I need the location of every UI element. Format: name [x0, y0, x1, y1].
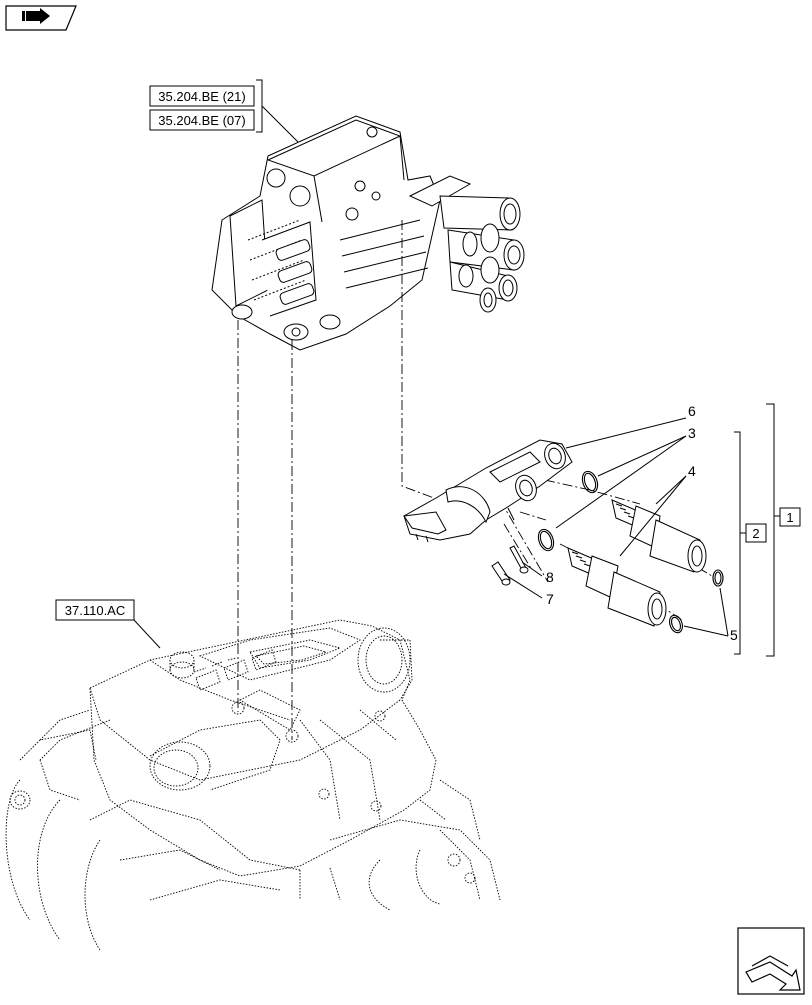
- reference-label-3: 37.110.AC: [65, 603, 125, 618]
- callout-3: 3: [688, 425, 696, 441]
- housing-logo-plate: [195, 649, 277, 691]
- reference-box-2[interactable]: 35.204.BE (07): [149, 109, 255, 131]
- group-number-2: 2: [752, 526, 759, 541]
- callout-6: 6: [688, 403, 696, 419]
- callout-4: 4: [688, 463, 696, 479]
- reference-label-2: 35.204.BE (07): [158, 113, 245, 128]
- group-bracket-1: [766, 403, 780, 657]
- group-box-1[interactable]: 1: [779, 507, 801, 527]
- valve-block-assembly: [211, 115, 525, 351]
- book-arrow-icon[interactable]: [5, 5, 77, 31]
- o-ring-part-5[interactable]: [667, 569, 724, 635]
- group-number-1: 1: [786, 510, 793, 525]
- reference-leader-line: [261, 105, 299, 143]
- coupler-part-4-upper[interactable]: [611, 499, 707, 573]
- reference-box-1[interactable]: 35.204.BE (21): [149, 85, 255, 107]
- reference-box-3[interactable]: 37.110.AC: [55, 599, 135, 621]
- screw-part-8[interactable]: [509, 545, 529, 574]
- callout-5: 5: [730, 627, 738, 643]
- coupler-part-4-lower[interactable]: [567, 547, 667, 627]
- o-ring-part-3[interactable]: [536, 469, 601, 552]
- reference-bracket: [256, 79, 263, 133]
- group-box-2[interactable]: 2: [745, 523, 767, 543]
- manifold-part-6[interactable]: [403, 439, 573, 543]
- callout-leaders: [503, 417, 729, 637]
- reference-leader-line-3: [133, 619, 161, 649]
- reference-label-1: 35.204.BE (21): [158, 89, 245, 104]
- screw-part-7[interactable]: [491, 561, 511, 586]
- callout-7: 7: [546, 591, 554, 607]
- lift-housing-assembly: [5, 619, 501, 951]
- callout-8: 8: [546, 569, 554, 585]
- next-page-arrow-icon[interactable]: [737, 927, 805, 995]
- group-bracket-2: [734, 431, 746, 655]
